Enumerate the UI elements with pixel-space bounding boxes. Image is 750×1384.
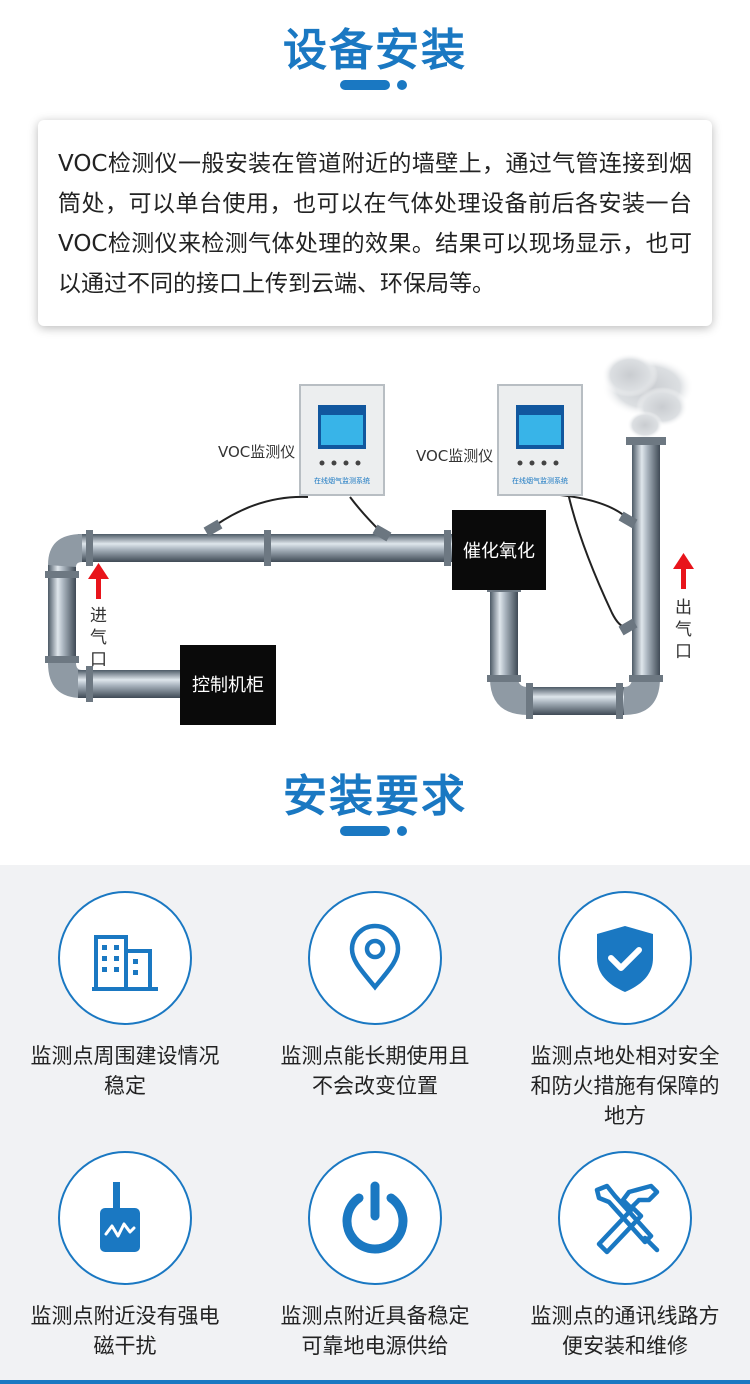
title-decoration: [0, 80, 750, 92]
section-title-installation: 设备安装: [283, 25, 467, 76]
building-icon: [58, 891, 192, 1025]
requirement-item: 监测点的通讯线路方便安装和维修: [500, 1151, 750, 1361]
device-2-caption: 在线烟气监测系统: [512, 476, 568, 485]
power-icon: [308, 1151, 442, 1285]
requirement-item: 监测点周围建设情况稳定: [0, 891, 250, 1101]
requirements-area: 监测点周围建设情况稳定 监测点能长期使用且不会改变位置 监测点地处相对安全和防火…: [0, 865, 750, 1384]
catalytic-oxidation-unit: [452, 510, 546, 590]
outlet-pipe: [487, 437, 666, 719]
voc-monitor-device-2: 在线烟气监测系统: [497, 384, 583, 496]
tools-icon: [558, 1151, 692, 1285]
requirement-item: 监测点能长期使用且不会改变位置: [250, 891, 500, 1101]
title-decoration-2: [0, 826, 750, 838]
requirement-item: 监测点附近没有强电磁干扰: [0, 1151, 250, 1361]
cabinet-label: 控制机柜: [192, 675, 264, 696]
inlet-arrow-icon: [88, 563, 109, 599]
catalytic-label: 催化氧化: [463, 541, 535, 562]
requirement-item: 监测点附近具备稳定可靠地电源供给: [250, 1151, 500, 1361]
sensor-probes: [203, 511, 638, 636]
requirement-text: 监测点地处相对安全和防火措施有保障的地方: [530, 1044, 720, 1128]
installation-diagram: 在线烟气监测系统 VOC监测仪 在线烟气监测系统 VOC监测仪 催化氧化 控制机…: [45, 353, 694, 725]
control-cabinet: [180, 645, 276, 725]
device-1-caption: 在线烟气监测系统: [314, 476, 370, 485]
requirement-text: 监测点周围建设情况稳定: [30, 1044, 220, 1098]
device-2-label: VOC监测仪: [416, 447, 493, 465]
inlet-pipe: [45, 530, 454, 702]
device-1-label: VOC监测仪: [218, 443, 295, 461]
requirement-item: 监测点地处相对安全和防火措施有保障的地方: [500, 891, 750, 1131]
requirement-text: 监测点能长期使用且不会改变位置: [280, 1044, 470, 1098]
signal-device-icon: [58, 1151, 192, 1285]
intro-card: VOC检测仪一般安装在管道附近的墙壁上，通过气管连接到烟筒处，可以单台使用，也可…: [38, 120, 712, 326]
intro-text: VOC检测仪一般安装在管道附近的墙壁上，通过气管连接到烟筒处，可以单台使用，也可…: [58, 151, 692, 297]
voc-monitor-device-1: 在线烟气监测系统: [299, 384, 385, 496]
outlet-label: 出气口: [675, 598, 692, 662]
location-pin-icon: [308, 891, 442, 1025]
section-title-requirements: 安装要求: [283, 771, 467, 822]
outlet-arrow-icon: [673, 553, 694, 589]
smoke-plume: [602, 353, 694, 439]
inlet-label: 进气口: [90, 606, 107, 670]
requirement-text: 监测点附近具备稳定可靠地电源供给: [280, 1304, 470, 1358]
requirement-text: 监测点附近没有强电磁干扰: [30, 1304, 220, 1358]
shield-check-icon: [558, 891, 692, 1025]
bottom-divider: [0, 1380, 750, 1384]
requirement-text: 监测点的通讯线路方便安装和维修: [530, 1304, 720, 1358]
